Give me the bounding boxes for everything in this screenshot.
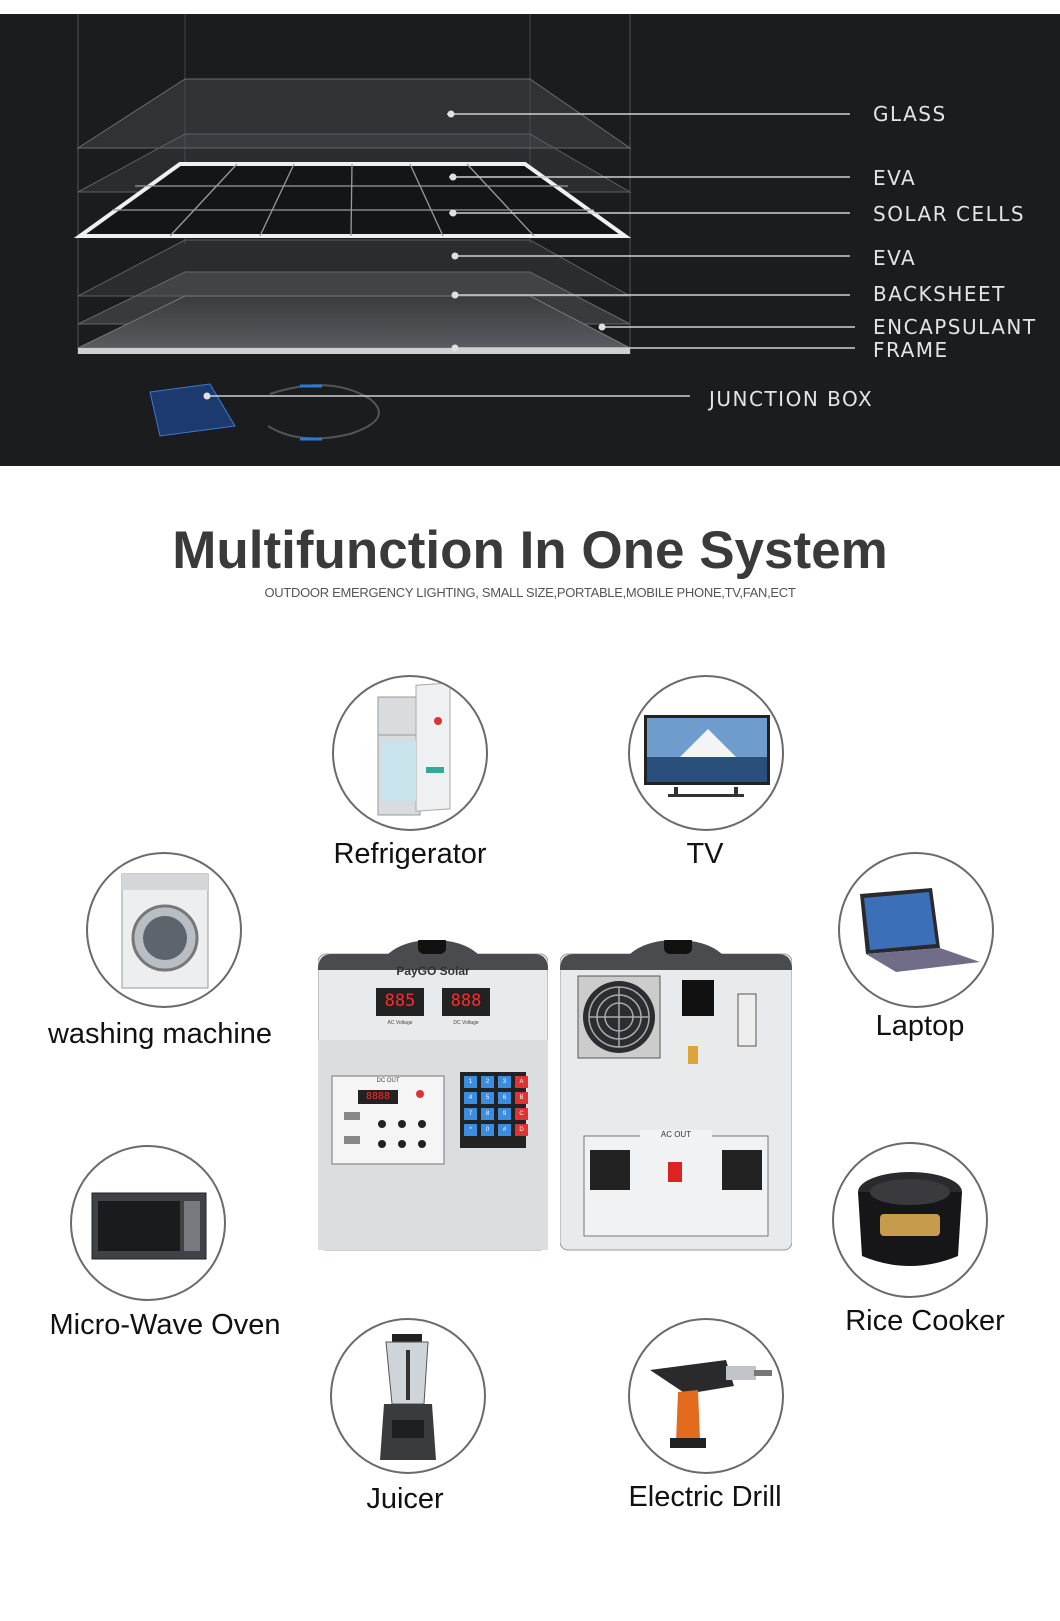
appliance-circle-juicer xyxy=(330,1318,486,1474)
layer-label-frame: FRAME xyxy=(873,338,949,362)
section-subtitle: OUTDOOR EMERGENCY LIGHTING, SMALL SIZE,P… xyxy=(264,585,796,600)
appliance-circle-laptop xyxy=(838,852,994,1008)
dc-voltage-caption: DC Voltage xyxy=(453,1020,479,1026)
juicer-icon xyxy=(380,1334,436,1460)
appliance-circle-microwave xyxy=(70,1145,226,1301)
refrigerator-icon xyxy=(377,682,451,816)
appliance-label-washing-machine: washing machine xyxy=(47,1018,273,1050)
keypad-key[interactable]: B xyxy=(515,1092,528,1104)
keypad-key[interactable]: 9 xyxy=(498,1108,511,1120)
power-station-front-graphic xyxy=(317,936,549,1251)
layer-label-encapsulant: ENCAPSULANT xyxy=(873,315,1037,339)
appliance-label-drill: Electric Drill xyxy=(628,1481,782,1513)
layer-label-eva-bottom: EVA xyxy=(873,246,917,270)
keypad-key[interactable]: C xyxy=(515,1108,528,1120)
tv-icon xyxy=(644,715,770,797)
laptop-icon xyxy=(860,888,980,972)
keypad-key[interactable]: * xyxy=(464,1124,477,1136)
appliance-circle-drill xyxy=(628,1318,784,1474)
section-title: Multifunction In One System xyxy=(172,521,888,580)
appliance-circle-rice-cooker xyxy=(832,1142,988,1298)
keypad-key[interactable]: 3 xyxy=(498,1076,511,1088)
keypad-key[interactable]: 7 xyxy=(464,1108,477,1120)
layer-label-solar-cells: SOLAR CELLS xyxy=(873,202,1026,226)
dc-out-caption: DC OUT xyxy=(376,1078,400,1084)
solar-panel-diagram: GLASS EVA SOLAR CELLS EVA BACKSHEET ENCA… xyxy=(0,14,1060,466)
appliance-circle-washing-machine xyxy=(86,852,242,1008)
power-station-back: AC OUT xyxy=(559,936,793,1252)
solar-panel-layers-graphic xyxy=(73,14,855,441)
layer-label-eva-top: EVA xyxy=(873,166,917,190)
microwave-icon xyxy=(91,1192,207,1260)
ac-voltage-caption: AC Voltage xyxy=(387,1020,413,1026)
keypad-key[interactable]: 1 xyxy=(464,1076,477,1088)
keypad-key[interactable]: 6 xyxy=(498,1092,511,1104)
keypad-key[interactable]: D xyxy=(515,1124,528,1136)
keypad-key[interactable]: 2 xyxy=(481,1076,494,1088)
dc-voltage-display: 888 xyxy=(450,991,482,1011)
keypad-key[interactable]: 0 xyxy=(481,1124,494,1136)
keypad-key[interactable]: # xyxy=(498,1124,511,1136)
power-station-front: PayGO Solar 885 888 AC Voltage DC Voltag… xyxy=(317,936,549,1252)
ac-voltage-display: 885 xyxy=(384,991,416,1011)
power-station-back-graphic xyxy=(559,936,793,1251)
appliance-label-rice-cooker: Rice Cooker xyxy=(845,1305,1005,1337)
appliance-label-tv: TV xyxy=(686,838,724,870)
keypad: 1 2 3 A 4 5 6 B 7 8 9 C * 0 # D xyxy=(464,1076,528,1136)
dc-out-display: 8888 xyxy=(365,1091,391,1102)
appliance-label-refrigerator: Refrigerator xyxy=(333,838,487,870)
keypad-key[interactable]: 8 xyxy=(481,1108,494,1120)
appliance-label-laptop: Laptop xyxy=(875,1010,965,1042)
device-brand: PayGO Solar xyxy=(396,964,470,978)
appliance-circle-refrigerator xyxy=(332,675,488,831)
layer-label-junction-box: JUNCTION BOX xyxy=(709,387,874,411)
appliance-label-juicer: Juicer xyxy=(366,1483,444,1515)
ac-out-caption: AC OUT xyxy=(640,1130,712,1139)
rice-cooker-icon xyxy=(858,1172,962,1266)
layer-label-glass: GLASS xyxy=(873,102,947,126)
keypad-key[interactable]: 5 xyxy=(481,1092,494,1104)
keypad-key[interactable]: 4 xyxy=(464,1092,477,1104)
appliance-label-microwave: Micro-Wave Oven xyxy=(49,1309,281,1341)
washing-machine-icon xyxy=(121,873,209,989)
layer-label-backsheet: BACKSHEET xyxy=(873,282,1006,306)
appliance-circle-tv xyxy=(628,675,784,831)
drill-icon xyxy=(650,1360,772,1448)
keypad-key[interactable]: A xyxy=(515,1076,528,1088)
